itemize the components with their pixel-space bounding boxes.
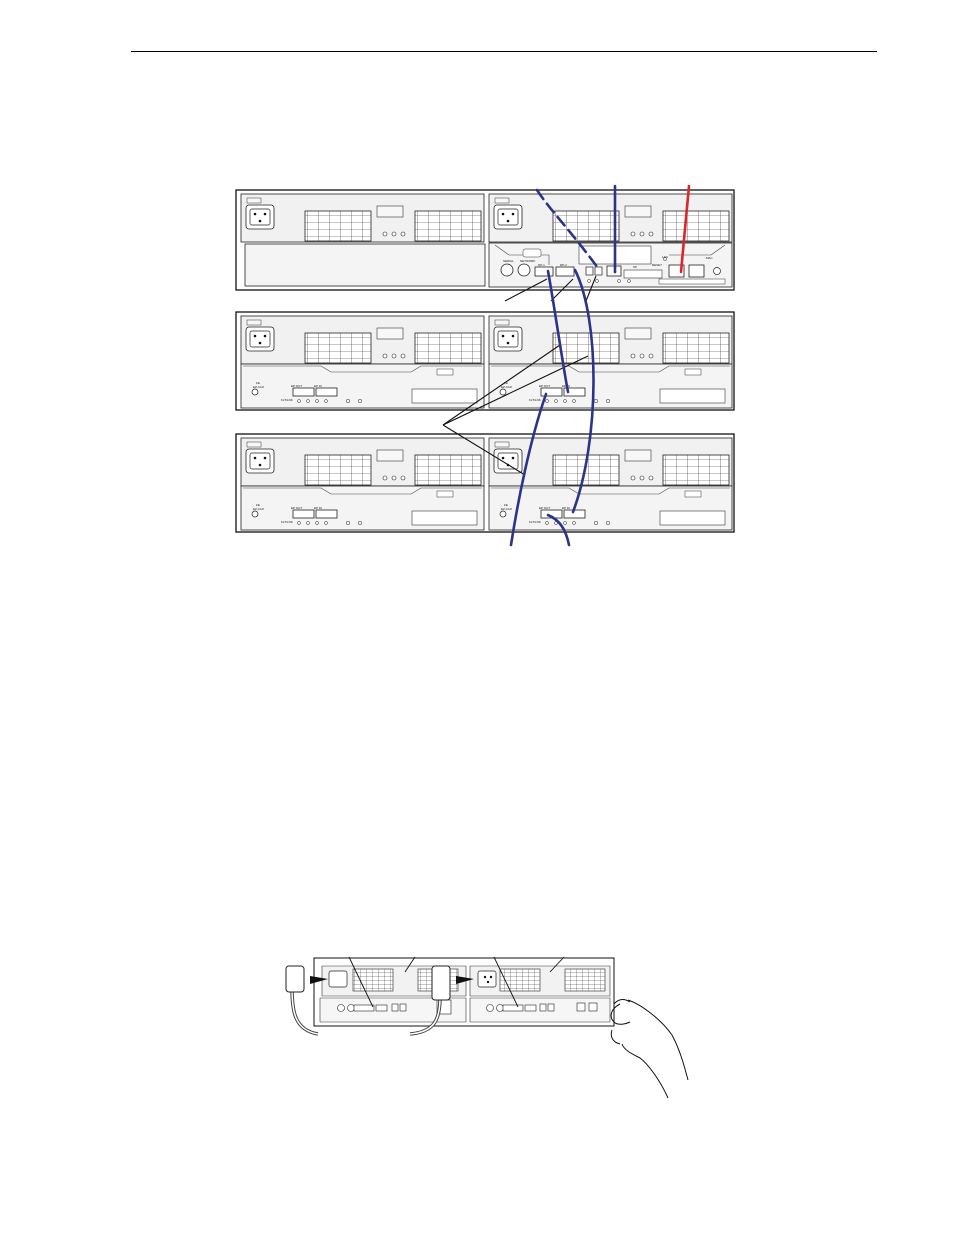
fe-label: FE <box>256 381 260 385</box>
ez-clr-label: EZ-CLR <box>253 385 265 389</box>
controller-chassis: SERIAL NETWORK DP-1 DP-2 LAN RESET SP MA… <box>235 189 735 291</box>
ep-in-label: EP IN <box>314 506 322 510</box>
cables <box>509 184 691 547</box>
reset-label: RESET <box>652 263 662 267</box>
ez-clr-label: EZ-CLR <box>501 385 513 389</box>
power-cord-figure <box>285 956 689 1099</box>
ez-clr-label: EZ-CLR <box>253 507 265 511</box>
dp2-port-label: DP-2 <box>560 263 567 267</box>
flt-lnk-label: FLT/LNK <box>281 520 293 524</box>
ep-in-label: EP IN <box>314 384 322 388</box>
mac-label: MAC <box>706 256 714 260</box>
serial-port-label: SERIAL <box>503 259 514 263</box>
dashed-network-cable <box>535 188 600 270</box>
expansion-chassis-1: FE EZ-CLR EP OUT EP IN FLT/LNK FE EZ-CLR… <box>235 311 735 411</box>
dp1-port-label: DP-1 <box>538 263 545 267</box>
ep-in-label: EP IN <box>562 506 570 510</box>
ep-out-label: EP OUT <box>539 506 550 510</box>
fe-label: FE <box>256 503 260 507</box>
ep-out-label: EP OUT <box>539 384 550 388</box>
flt-lnk-label: FLT/LNK <box>529 398 541 402</box>
lan-label: LAN <box>662 255 668 259</box>
flt-lnk-label: FLT/LNK <box>281 398 293 402</box>
sas-cable-expansion-1-out <box>509 392 548 547</box>
ep-out-label: EP OUT <box>291 506 302 510</box>
sas-cable-loop-to-expansion-2 <box>571 268 595 514</box>
fe-label: FE <box>504 381 508 385</box>
ep-out-label: EP OUT <box>291 384 302 388</box>
header-rule <box>131 51 877 52</box>
sp-label: SP <box>633 265 637 269</box>
expansion-chassis-2: FE EZ-CLR EP OUT EP IN FLT/LNK FE EZ-CLR… <box>235 433 735 533</box>
fe-label: FE <box>504 503 508 507</box>
sas-cable-expansion-2-out <box>546 513 571 547</box>
ez-clr-label: EZ-CLR <box>501 507 513 511</box>
sas-cable-controller-to-expansion-1 <box>546 269 570 394</box>
management-cable <box>679 184 691 274</box>
network-port-label: NETWORK <box>520 259 535 263</box>
flt-lnk-label: FLT/LNK <box>529 520 541 524</box>
